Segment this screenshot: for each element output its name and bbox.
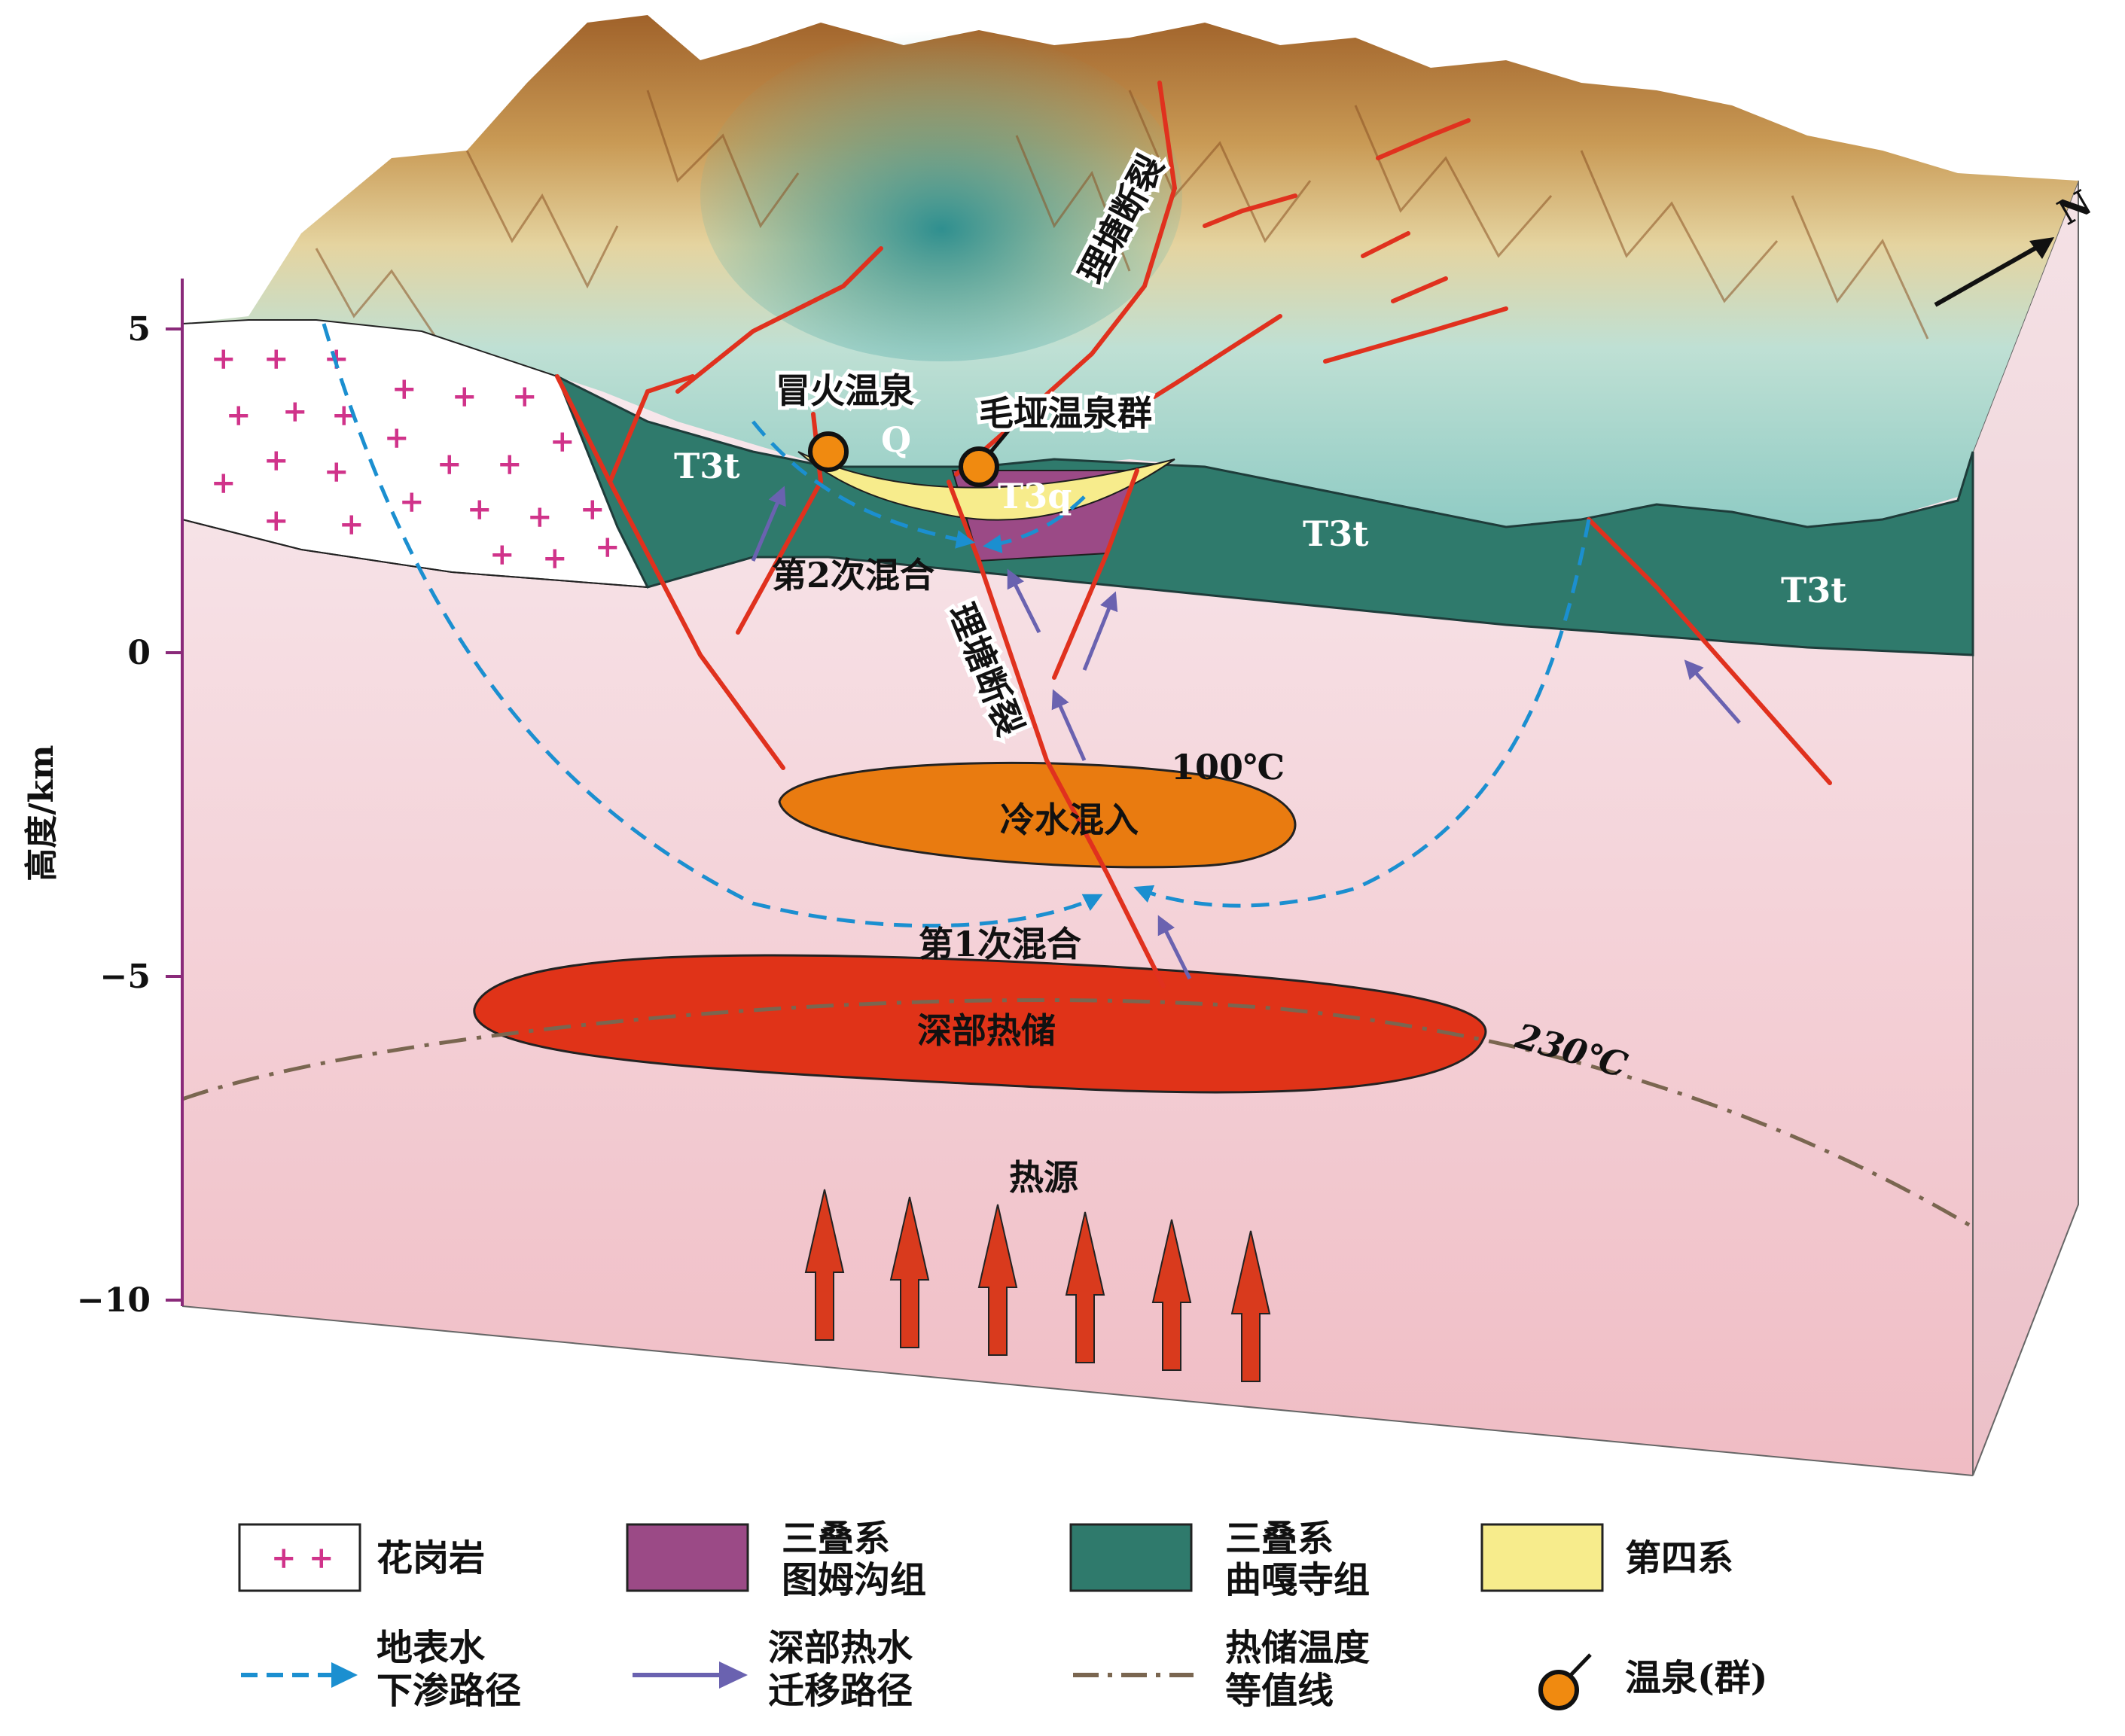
tick-minus5: −5 xyxy=(100,958,151,996)
svg-text:下渗路径: 下渗路径 xyxy=(377,1670,521,1712)
legend-deep-water: 深部热水 迁移路径 xyxy=(633,1627,913,1712)
legend: + + 花岗岩 三叠系 图姆沟组 三叠系 曲嘎寺组 第四系 地表水 下渗路径 深… xyxy=(238,1518,1767,1712)
svg-text:+: + xyxy=(264,503,289,538)
granite-pattern: +++ ++++++ +++++++ ++++++ +++ xyxy=(211,341,620,576)
label-cold-mix: 冷水混入 xyxy=(1000,799,1139,840)
deep-reservoir xyxy=(473,954,1487,1094)
svg-text:迁移路径: 迁移路径 xyxy=(768,1670,913,1712)
svg-text:热储温度: 热储温度 xyxy=(1225,1627,1370,1669)
svg-text:+: + xyxy=(392,371,417,407)
svg-text:+: + xyxy=(399,484,425,519)
label-temp-100: 100℃ xyxy=(1171,747,1285,787)
surface-water-paths xyxy=(322,323,1591,928)
svg-text:+: + xyxy=(271,1540,297,1576)
svg-text:三叠系: 三叠系 xyxy=(782,1518,890,1560)
svg-text:+: + xyxy=(437,446,462,482)
svg-text:+: + xyxy=(512,379,538,414)
spring-label-1: 冒火温泉 xyxy=(776,370,914,411)
label-t3t-left: T3t xyxy=(674,446,740,486)
terrain-ridges xyxy=(315,90,1929,340)
y-axis-label: 高度/km xyxy=(23,745,61,881)
faults xyxy=(555,81,1832,988)
svg-text:+: + xyxy=(550,424,575,459)
svg-text:+: + xyxy=(595,529,620,565)
legend-surface-water: 地表水 下渗路径 xyxy=(241,1627,521,1712)
tick-minus10: −10 xyxy=(77,1281,151,1320)
label-mix-2: 第2次混合 xyxy=(772,555,934,595)
qugasi-formation xyxy=(555,373,1974,656)
hot-spring-2 xyxy=(959,424,1014,487)
label-t3q: T3q xyxy=(998,476,1072,516)
legend-quaternary: 第四系 xyxy=(1480,1523,1733,1592)
svg-text:+: + xyxy=(542,541,568,576)
label-heat-source: 热源 xyxy=(1009,1157,1078,1198)
svg-text:花岗岩: 花岗岩 xyxy=(377,1537,485,1579)
y-axis xyxy=(166,279,184,1306)
legend-tumugou: 三叠系 图姆沟组 xyxy=(626,1518,926,1601)
label-t3t-right: T3t xyxy=(1781,570,1847,611)
spring-label-2: 毛垭温泉群 xyxy=(979,393,1152,434)
svg-text:+: + xyxy=(527,499,553,535)
legend-qugasi: 三叠系 曲嘎寺组 xyxy=(1069,1518,1370,1601)
svg-text:+: + xyxy=(264,443,289,478)
isotherm-230 xyxy=(181,997,1974,1229)
deep-water-paths xyxy=(751,486,1741,980)
svg-text:+: + xyxy=(467,492,492,527)
svg-text:+: + xyxy=(580,492,605,527)
svg-text:地表水: 地表水 xyxy=(377,1627,486,1669)
svg-text:+: + xyxy=(211,341,236,376)
label-deep-reservoir: 深部热储 xyxy=(917,1010,1056,1051)
tick-5: 5 xyxy=(127,310,151,349)
svg-text:+: + xyxy=(452,379,477,414)
label-t3t-mid: T3t xyxy=(1303,513,1369,554)
svg-text:+: + xyxy=(282,394,308,429)
label-q: Q xyxy=(881,419,911,460)
svg-text:+: + xyxy=(497,446,523,482)
svg-text:+: + xyxy=(384,420,410,455)
cold-mix-reservoir xyxy=(778,761,1297,869)
svg-text:+: + xyxy=(211,465,236,501)
svg-text:第四系: 第四系 xyxy=(1625,1537,1733,1579)
svg-text:温泉(群): 温泉(群) xyxy=(1625,1657,1767,1699)
svg-text:+: + xyxy=(309,1540,334,1576)
svg-text:+: + xyxy=(264,341,289,376)
svg-text:曲嘎寺组: 曲嘎寺组 xyxy=(1225,1559,1370,1601)
label-mix-1: 第1次混合 xyxy=(919,924,1081,964)
svg-text:+: + xyxy=(489,537,515,572)
legend-hot-spring: 温泉(群) xyxy=(1538,1653,1767,1710)
svg-text:+: + xyxy=(226,397,252,433)
svg-text:+: + xyxy=(339,507,364,542)
svg-text:深部热水: 深部热水 xyxy=(768,1627,913,1669)
legend-isotherm: 热储温度 等值线 xyxy=(1073,1627,1370,1712)
svg-text:图姆沟组: 图姆沟组 xyxy=(782,1559,926,1601)
svg-text:+: + xyxy=(324,454,349,489)
legend-granite: + + 花岗岩 xyxy=(238,1523,485,1592)
heat-source-arrows xyxy=(804,1189,1271,1382)
tick-0: 0 xyxy=(127,634,151,672)
svg-text:等值线: 等值线 xyxy=(1225,1670,1334,1712)
svg-text:三叠系: 三叠系 xyxy=(1225,1518,1334,1560)
hot-spring-1 xyxy=(808,431,849,472)
